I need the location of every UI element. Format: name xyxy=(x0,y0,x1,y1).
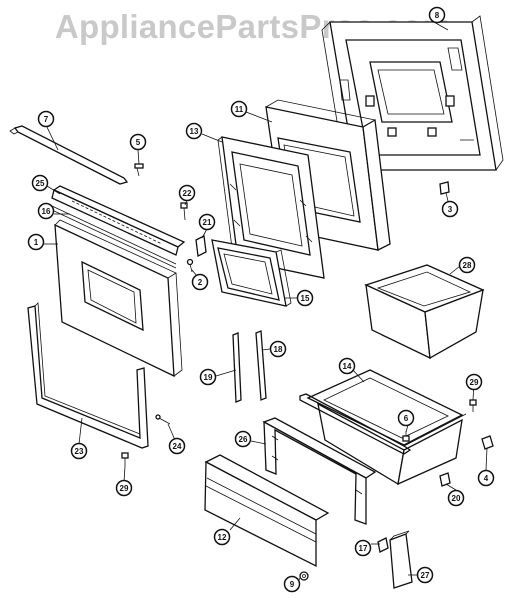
part-screw-29-left xyxy=(121,452,129,466)
part-outer-door-panel xyxy=(54,219,183,378)
svg-text:8: 8 xyxy=(435,11,440,20)
svg-text:29: 29 xyxy=(470,378,479,387)
part-drawer-pan-upper xyxy=(364,264,485,360)
callout-17[interactable]: 17 xyxy=(354,539,372,557)
part-clip-3 xyxy=(439,181,450,195)
callout-2[interactable]: 2 xyxy=(191,273,209,291)
part-clip-20 xyxy=(439,472,451,487)
part-clip-21 xyxy=(195,235,207,257)
callout-24[interactable]: 24 xyxy=(168,437,186,455)
part-rod xyxy=(9,125,129,185)
callout-20[interactable]: 20 xyxy=(447,489,465,507)
svg-text:12: 12 xyxy=(218,533,227,542)
callout-27[interactable]: 27 xyxy=(416,566,434,584)
part-gasket-strip xyxy=(51,205,177,269)
svg-text:23: 23 xyxy=(75,447,84,456)
callout-12[interactable]: 12 xyxy=(213,528,231,546)
svg-text:5: 5 xyxy=(136,138,141,147)
callout-6[interactable]: 6 xyxy=(397,409,415,427)
part-door-window xyxy=(211,239,292,307)
callout-5[interactable]: 5 xyxy=(129,133,147,151)
callout-14[interactable]: 14 xyxy=(338,357,356,375)
part-screw-2 xyxy=(186,258,194,273)
callout-28[interactable]: 28 xyxy=(458,256,476,274)
part-door-frame-u xyxy=(27,302,149,449)
part-clip-17 xyxy=(377,537,389,553)
callout-8[interactable]: 8 xyxy=(428,6,446,24)
svg-text:29: 29 xyxy=(120,484,129,493)
svg-text:15: 15 xyxy=(301,294,310,303)
callout-13[interactable]: 13 xyxy=(185,122,203,140)
svg-text:17: 17 xyxy=(359,544,368,553)
callout-25[interactable]: 25 xyxy=(31,174,49,192)
svg-text:26: 26 xyxy=(239,435,248,444)
callout-19[interactable]: 19 xyxy=(199,368,217,386)
callout-4[interactable]: 4 xyxy=(477,469,495,487)
svg-text:14: 14 xyxy=(343,362,352,371)
callout-18[interactable]: 18 xyxy=(269,340,287,358)
callout-16[interactable]: 16 xyxy=(37,202,55,220)
svg-text:11: 11 xyxy=(235,105,244,114)
part-screw-24 xyxy=(155,414,171,425)
callout-29-left[interactable]: 29 xyxy=(115,479,133,497)
svg-text:25: 25 xyxy=(36,179,45,188)
svg-text:24: 24 xyxy=(173,442,182,451)
callout-7[interactable]: 7 xyxy=(37,110,55,128)
part-handle-cap xyxy=(389,530,413,589)
part-drawer-body xyxy=(299,369,467,486)
part-screw-29-right xyxy=(469,399,477,412)
part-strip-19 xyxy=(232,332,242,403)
svg-text:21: 21 xyxy=(203,218,212,227)
part-screw-22 xyxy=(180,202,188,221)
svg-text:28: 28 xyxy=(463,261,472,270)
part-foot-9 xyxy=(299,571,309,581)
part-screw-5 xyxy=(134,163,144,177)
svg-text:2: 2 xyxy=(198,278,203,287)
part-inner-door-panel xyxy=(217,136,325,279)
svg-text:6: 6 xyxy=(404,414,409,423)
svg-text:22: 22 xyxy=(183,189,192,198)
svg-text:18: 18 xyxy=(274,345,283,354)
svg-text:19: 19 xyxy=(204,373,213,382)
part-drawer-front xyxy=(204,454,330,568)
callout-9[interactable]: 9 xyxy=(283,575,301,593)
svg-text:27: 27 xyxy=(421,571,430,580)
part-drawer-bracket xyxy=(262,417,377,525)
svg-text:13: 13 xyxy=(190,127,199,136)
svg-text:20: 20 xyxy=(452,494,461,503)
svg-text:4: 4 xyxy=(484,474,489,483)
svg-text:16: 16 xyxy=(42,207,51,216)
callout-21[interactable]: 21 xyxy=(198,213,216,231)
svg-text:1: 1 xyxy=(34,238,39,247)
callout-15[interactable]: 15 xyxy=(296,289,314,307)
leader-lines xyxy=(43,21,488,581)
part-glide-4 xyxy=(481,435,494,450)
callout-29-right[interactable]: 29 xyxy=(465,373,483,391)
callout-22[interactable]: 22 xyxy=(178,184,196,202)
svg-text:9: 9 xyxy=(290,580,295,589)
callout-23[interactable]: 23 xyxy=(70,442,88,460)
part-callouts: 1 2 3 4 5 6 7 8 9 11 12 13 14 15 16 17 1… xyxy=(27,6,495,593)
svg-text:7: 7 xyxy=(44,115,49,124)
part-strip-18 xyxy=(255,330,267,401)
callout-26[interactable]: 26 xyxy=(234,430,252,448)
callout-11[interactable]: 11 xyxy=(230,100,248,118)
callout-3[interactable]: 3 xyxy=(441,200,459,218)
svg-text:3: 3 xyxy=(448,205,453,214)
callout-1[interactable]: 1 xyxy=(27,233,45,251)
part-vent-trim xyxy=(51,185,186,256)
